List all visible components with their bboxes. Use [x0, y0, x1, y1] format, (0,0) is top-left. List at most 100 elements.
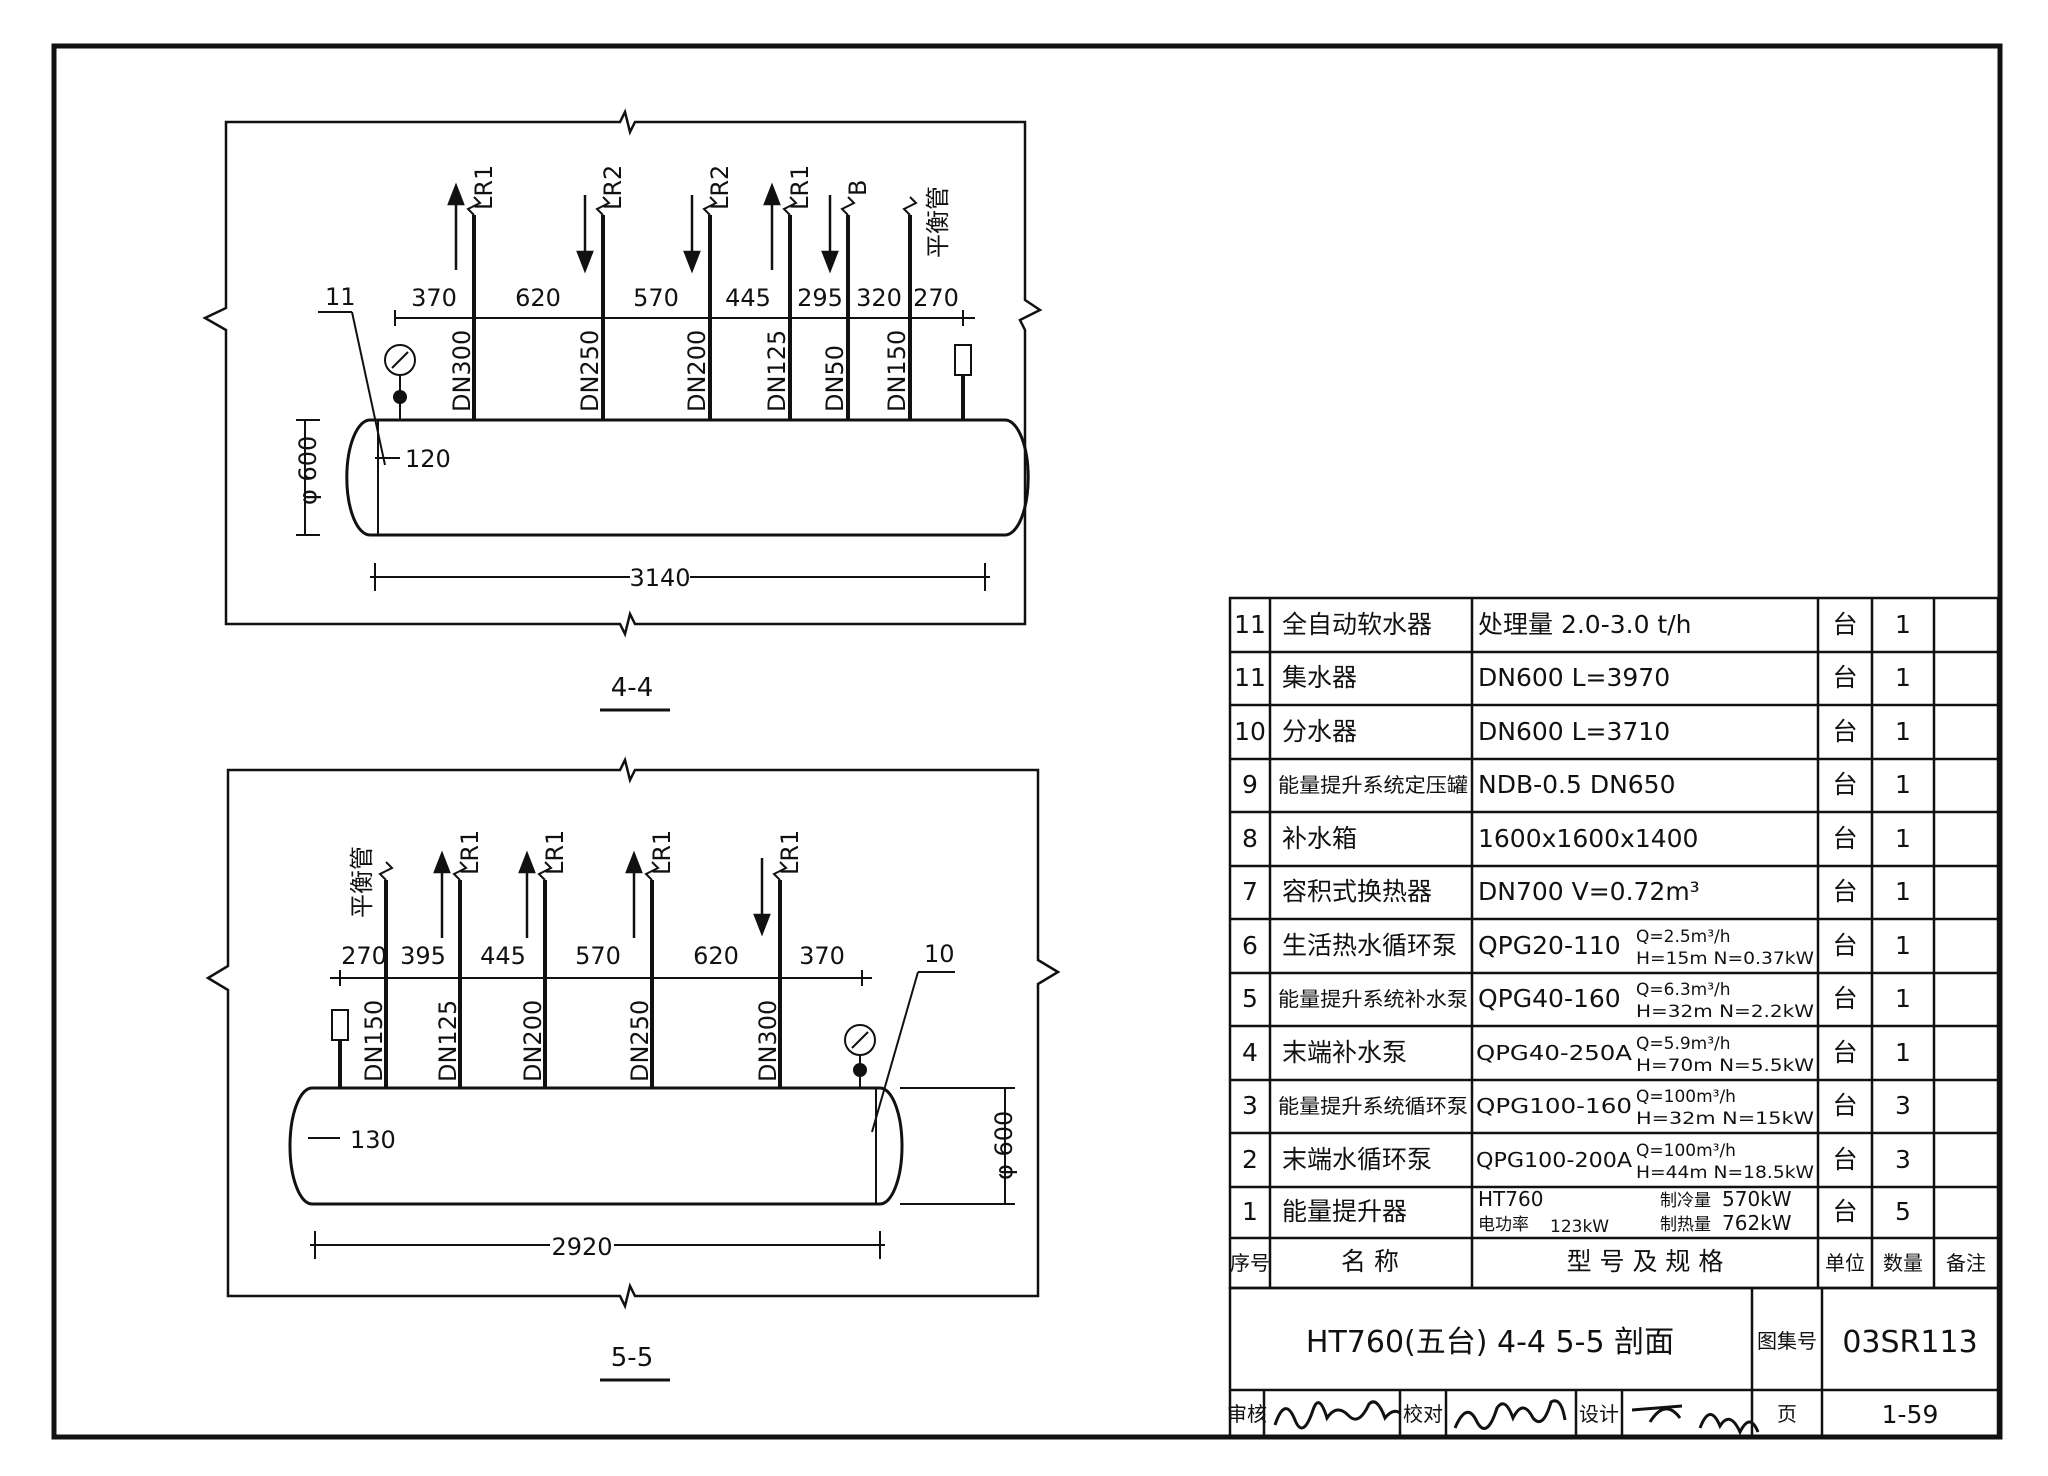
dimension-text: 370 [799, 942, 845, 970]
break-mark [902, 196, 918, 216]
dimension-text: 320 [856, 284, 902, 312]
row-qty: 1 [1895, 770, 1911, 799]
row-no: 3 [1242, 1091, 1258, 1120]
pipe-target-label: LR1 [456, 830, 484, 875]
collector-vessel [345, 418, 1030, 537]
row-model: 处理量 2.0-3.0 t/h [1478, 610, 1692, 639]
row-no: 2 [1242, 1145, 1258, 1174]
pipe-size-label: DN200 [683, 330, 711, 412]
dimension-text: 445 [725, 284, 771, 312]
pipe-target-label: 平衡管 [924, 186, 952, 258]
row-name: 能量提升器 [1282, 1197, 1407, 1226]
row-model: DN600 L=3970 [1478, 663, 1670, 692]
atlas-number: 03SR113 [1842, 1325, 1977, 1360]
dimension-text: 620 [693, 942, 739, 970]
flow-down-arrow-icon [753, 913, 771, 937]
equipment-table: 1 1 全自动软水器 处理量 2.0-3.0 t/h 台 1 1 1 集水器 DN6… [1228, 596, 2000, 1290]
row-unit: 台 [1832, 824, 1857, 853]
diameter-text: φ 600 [990, 1111, 1018, 1180]
row-model: 1600x1600x1400 [1478, 824, 1698, 853]
dimension-text: 270 [341, 942, 387, 970]
pipe-size-label: DN150 [360, 1000, 388, 1082]
row-name: 全自动软水器 [1282, 610, 1432, 639]
row-qty: 1 [1895, 877, 1911, 906]
row-qty: 1 [1895, 663, 1911, 692]
callout-number: 11 [325, 283, 356, 311]
end-offset-text: 130 [350, 1126, 396, 1154]
cool-label: 制冷量 [1660, 1191, 1711, 1211]
row-name: 集水器 [1282, 663, 1357, 692]
row-unit: 台 [1832, 770, 1857, 799]
break-mark [595, 196, 611, 216]
dimension-text: 570 [575, 942, 621, 970]
row-spec-h: H=44m N=18.5kW [1636, 1163, 1814, 1183]
row-unit: 台 [1832, 1145, 1857, 1174]
row-qty: 1 [1895, 984, 1911, 1013]
drawing-title: HT760(五台) 4-4 5-5 剖面 [1306, 1325, 1674, 1360]
page-number: 1-59 [1882, 1400, 1939, 1429]
row-name: 能量提升系统循环泵 [1278, 1094, 1468, 1118]
row-no: 9 [1242, 770, 1258, 799]
header-qty: 数量 [1883, 1251, 1923, 1275]
row-qty: 1 [1895, 931, 1911, 960]
row-unit: 台 [1832, 717, 1857, 746]
row-name: 补水箱 [1282, 824, 1357, 853]
room-outline-4-4 [202, 108, 1043, 638]
title-block: HT760(五台) 4-4 5-5 剖面 图集号 03SR113 审核 校对 设… [1227, 1286, 2000, 1439]
section-4-4: LR1 LR2 LR2 LR1 B 平衡管 DN300 DN250 DN200 … [202, 108, 1043, 712]
flow-down-arrow-icon [683, 250, 701, 274]
length-text: 2920 [551, 1233, 612, 1261]
row-qty: 5 [1895, 1197, 1911, 1226]
heat-value: 762kW [1722, 1211, 1792, 1235]
row-name: 分水器 [1282, 717, 1357, 746]
row-model: QPG40-160 [1478, 984, 1621, 1013]
section-title: 5-5 [611, 1343, 653, 1373]
dimension-text: 570 [633, 284, 679, 312]
break-mark [840, 196, 856, 216]
valve-icon [853, 1063, 867, 1077]
row-spec-h: H=70m N=5.5kW [1636, 1056, 1814, 1076]
reviewer-signature-icon [1273, 1400, 1401, 1430]
drain-fitting-icon [954, 344, 972, 376]
flow-up-arrow-icon [625, 850, 643, 874]
room-outline-5-5 [205, 756, 1061, 1310]
pipe-target-label: LR1 [776, 830, 804, 875]
pipe-size-label: DN125 [434, 1000, 462, 1082]
check-label: 校对 [1403, 1402, 1443, 1426]
row-model: DN700 V=0.72m³ [1478, 877, 1700, 906]
flow-down-arrow-icon [821, 250, 839, 274]
row-unit: 台 [1832, 931, 1857, 960]
row-spec-q: Q=6.3m³/h [1636, 980, 1731, 1000]
header-note: 备注 [1946, 1251, 1986, 1275]
row-no: 5 [1242, 984, 1258, 1013]
row-name: 容积式换热器 [1282, 877, 1432, 906]
flow-up-arrow-icon [447, 182, 465, 206]
distributor-vessel [288, 1086, 904, 1206]
row-spec-q: Q=5.9m³/h [1636, 1034, 1731, 1054]
row-model: DN600 L=3710 [1478, 717, 1670, 746]
pipe-target-label: LR1 [470, 165, 498, 210]
header-no: 序号 [1230, 1251, 1270, 1275]
flow-up-arrow-icon [763, 182, 781, 206]
callout-leader [871, 971, 919, 1133]
row-unit: 台 [1832, 1197, 1857, 1226]
pipe-target-label: B [844, 180, 872, 196]
dimension-text: 620 [515, 284, 561, 312]
row-no: 1 [1242, 1197, 1258, 1226]
pipe-target-label: LR1 [648, 830, 676, 875]
flow-up-arrow-icon [433, 850, 451, 874]
end-offset-text: 120 [405, 445, 451, 473]
row-no: 10 [1234, 717, 1266, 746]
row-spec-h: H=15m N=0.37kW [1636, 949, 1814, 969]
designer-signature-icon [1631, 1404, 1760, 1436]
dimension-text: 270 [913, 284, 959, 312]
checker-signature-icon [1453, 1399, 1567, 1430]
pipe-size-label: DN250 [626, 1000, 654, 1082]
drain-fitting-icon [331, 1009, 349, 1041]
row-qty: 3 [1895, 1091, 1911, 1120]
row-unit: 台 [1832, 1038, 1857, 1067]
atlas-label: 图集号 [1757, 1329, 1817, 1353]
row-model: QPG100-200A [1476, 1148, 1632, 1172]
pipe-size-label: DN125 [763, 330, 791, 412]
